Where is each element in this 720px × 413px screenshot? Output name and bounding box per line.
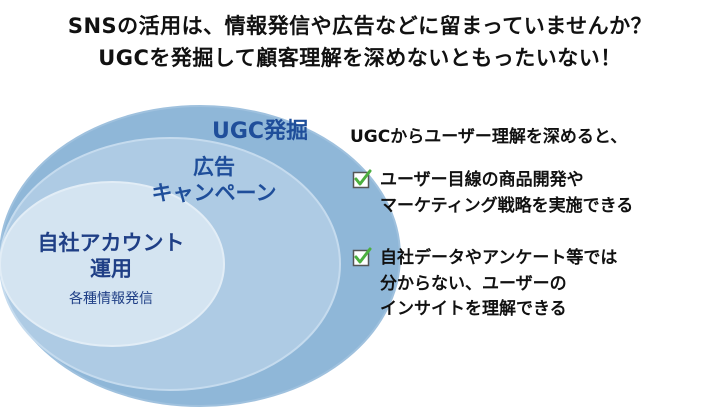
outer-label-ugc: UGC発掘 (212, 119, 309, 144)
middle-label-line-2: キャンペーン (151, 181, 277, 206)
middle-label: 広告 キャンペーン (134, 154, 294, 207)
headline-line-1: SNSの活用は、情報発信や広告などに留まっていませんか？ (67, 14, 653, 38)
inner-sub-label: 各種情報発信 (69, 291, 153, 307)
benefit-1-line-2: マーケティング戦略を実施できる (380, 195, 634, 216)
benefit-item-2: 自社データやアンケート等では 分からない、ユーザーの インサイトを理解できる (352, 246, 617, 323)
benefit-2-line-2: 分からない、ユーザーの (380, 273, 567, 294)
benefit-1-line-1: ユーザー目線の商品開発や (380, 170, 584, 190)
benefit-2-line-1: 自社データやアンケート等では (380, 248, 618, 268)
inner-label-line-1: 自社アカウント (37, 231, 185, 255)
checkbox-checked-icon (352, 247, 372, 267)
benefit-item-1: ユーザー目線の商品開発や マーケティング戦略を実施できる (352, 168, 633, 219)
headline-line-2: UGCを発掘して顧客理解を深めないともったいない！ (98, 46, 622, 70)
middle-label-line-1: 広告 (193, 155, 235, 179)
benefits-lead: UGCからユーザー理解を深めると、 (350, 127, 628, 147)
benefit-2-line-3: インサイトを理解できる (380, 299, 567, 319)
inner-label: 自社アカウント 運用 (16, 230, 206, 283)
inner-label-line-2: 運用 (90, 257, 132, 282)
inner-ellipse-own-account (0, 181, 225, 347)
checkbox-checked-icon (352, 169, 372, 189)
